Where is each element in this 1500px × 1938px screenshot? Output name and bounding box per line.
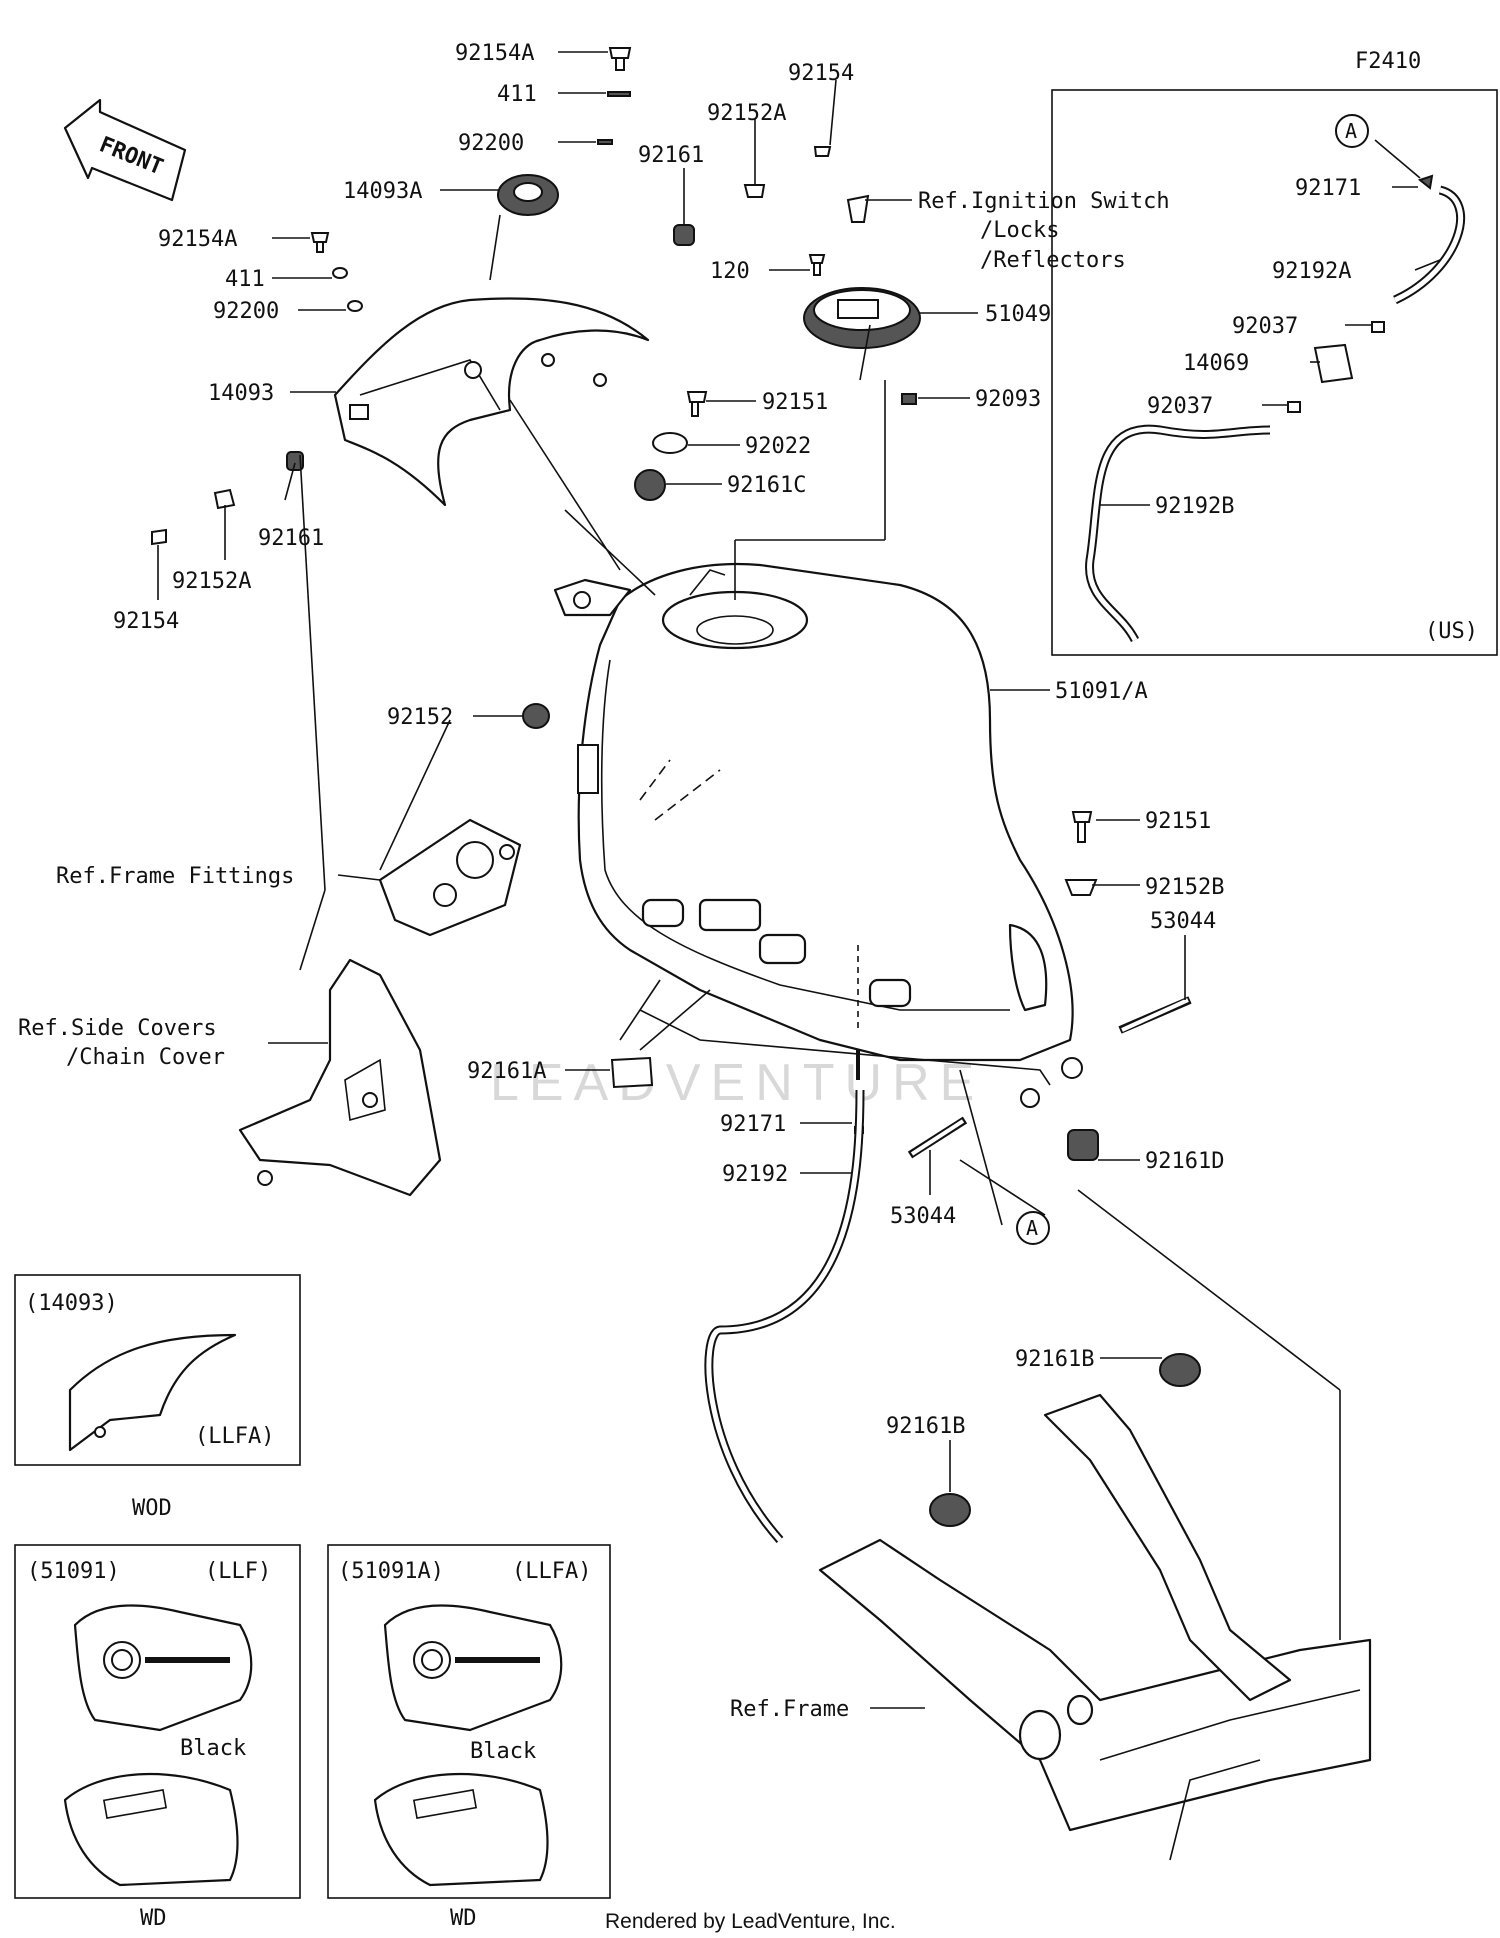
label-51091a: 51091/A — [1055, 679, 1148, 704]
label-92171-mid: 92171 — [720, 1112, 786, 1137]
label-92037-b: 92037 — [1147, 394, 1213, 419]
us-box-label: (US) — [1425, 619, 1478, 644]
label-ref-frame: Ref.Frame — [730, 1697, 849, 1722]
footer-credit: Rendered by LeadVenture, Inc. — [605, 1910, 896, 1933]
fasteners — [151, 47, 1434, 1527]
label-92161d: 92161D — [1145, 1149, 1224, 1174]
leader-lines — [157, 51, 1441, 1709]
label-92152b: 92152B — [1145, 875, 1224, 900]
label-92200-top: 92200 — [458, 131, 524, 156]
label-92152a-top: 92152A — [707, 101, 786, 126]
label-ref-side-covers-2: /Chain Cover — [66, 1045, 225, 1070]
label-92192b: 92192B — [1155, 494, 1234, 519]
watermark: LEADVENTURE — [490, 1054, 984, 1112]
frame — [818, 1393, 1372, 1861]
front-arrow-icon: FRONT — [63, 98, 187, 202]
label-92161c: 92161C — [727, 473, 806, 498]
fuel-tank-51091 — [553, 562, 1083, 1108]
hoses — [704, 185, 1466, 1543]
label-ref-ignition-3: /Reflectors — [980, 248, 1126, 273]
label-92152: 92152 — [387, 705, 453, 730]
label-ref-ignition-1: Ref.Ignition Switch — [918, 189, 1170, 214]
side-covers — [238, 958, 442, 1197]
label-92161a: 92161A — [467, 1059, 546, 1084]
label-92161b-a: 92161B — [1015, 1347, 1094, 1372]
callout-a-main-text: A — [1026, 1216, 1038, 1240]
label-92192: 92192 — [722, 1162, 788, 1187]
label-92154-top: 92154 — [788, 61, 854, 86]
label-ref-ignition-2: /Locks — [980, 218, 1059, 243]
frame-fittings — [378, 818, 522, 937]
label-92154a-left: 92154A — [158, 227, 237, 252]
label-14093a: 14093A — [343, 179, 422, 204]
fuel-cap-51049 — [803, 194, 921, 405]
label-53044-right: 53044 — [1150, 909, 1216, 934]
label-411-top: 411 — [497, 82, 537, 107]
label-411-left: 411 — [225, 267, 265, 292]
figure-code: F2410 — [1355, 49, 1421, 74]
label-92161-left: 92161 — [258, 526, 324, 551]
inset-wd2-color: Black — [470, 1739, 536, 1764]
inset-wd1-color: Black — [180, 1736, 246, 1761]
label-92161b-b: 92161B — [886, 1414, 965, 1439]
label-92154-left: 92154 — [113, 609, 179, 634]
label-92161-top: 92161 — [638, 143, 704, 168]
inset-wd-51091a: (51091A) (LLFA) Black — [327, 1544, 611, 1899]
inset-wd1-caption: WD — [140, 1906, 167, 1931]
callout-a-main: A — [1016, 1211, 1050, 1245]
label-92093: 92093 — [975, 387, 1041, 412]
label-92151-top: 92151 — [762, 390, 828, 415]
label-92171-us: 92171 — [1295, 176, 1361, 201]
inset-wd2-caption: WD — [450, 1906, 477, 1931]
inset-wd-51091: (51091) (LLF) Black — [14, 1544, 301, 1899]
label-92192a: 92192A — [1272, 259, 1351, 284]
us-box — [1051, 89, 1498, 656]
label-92037-a: 92037 — [1232, 314, 1298, 339]
label-14093: 14093 — [208, 381, 274, 406]
label-ref-frame-fittings: Ref.Frame Fittings — [56, 864, 294, 889]
inset-wd2-part: (51091A) — [338, 1559, 444, 1584]
label-92152a-left: 92152A — [172, 569, 251, 594]
label-ref-side-covers-1: Ref.Side Covers — [18, 1016, 217, 1041]
callout-a-us: A — [1335, 114, 1369, 148]
label-92154a-top: 92154A — [455, 41, 534, 66]
callout-a-us-text: A — [1345, 119, 1357, 143]
label-92151-right: 92151 — [1145, 809, 1211, 834]
inset-wd2-variant: (LLFA) — [512, 1559, 591, 1584]
label-92200-left: 92200 — [213, 299, 279, 324]
label-53044-mid: 53044 — [890, 1204, 956, 1229]
inset-wod-part: (14093) — [25, 1291, 118, 1316]
inset-wd1-variant: (LLF) — [205, 1559, 271, 1584]
label-120: 120 — [710, 259, 750, 284]
inset-wod-caption: WOD — [132, 1496, 172, 1521]
label-92022: 92022 — [745, 434, 811, 459]
label-14069: 14069 — [1183, 351, 1249, 376]
inset-wd1-part: (51091) — [27, 1559, 120, 1584]
inset-wod-variant: (LLFA) — [195, 1424, 274, 1449]
label-51049: 51049 — [985, 302, 1051, 327]
inset-wod: (14093) (LLFA) — [14, 1274, 301, 1466]
cap-ring-14093a — [497, 174, 559, 216]
cover-14093 — [333, 297, 650, 507]
